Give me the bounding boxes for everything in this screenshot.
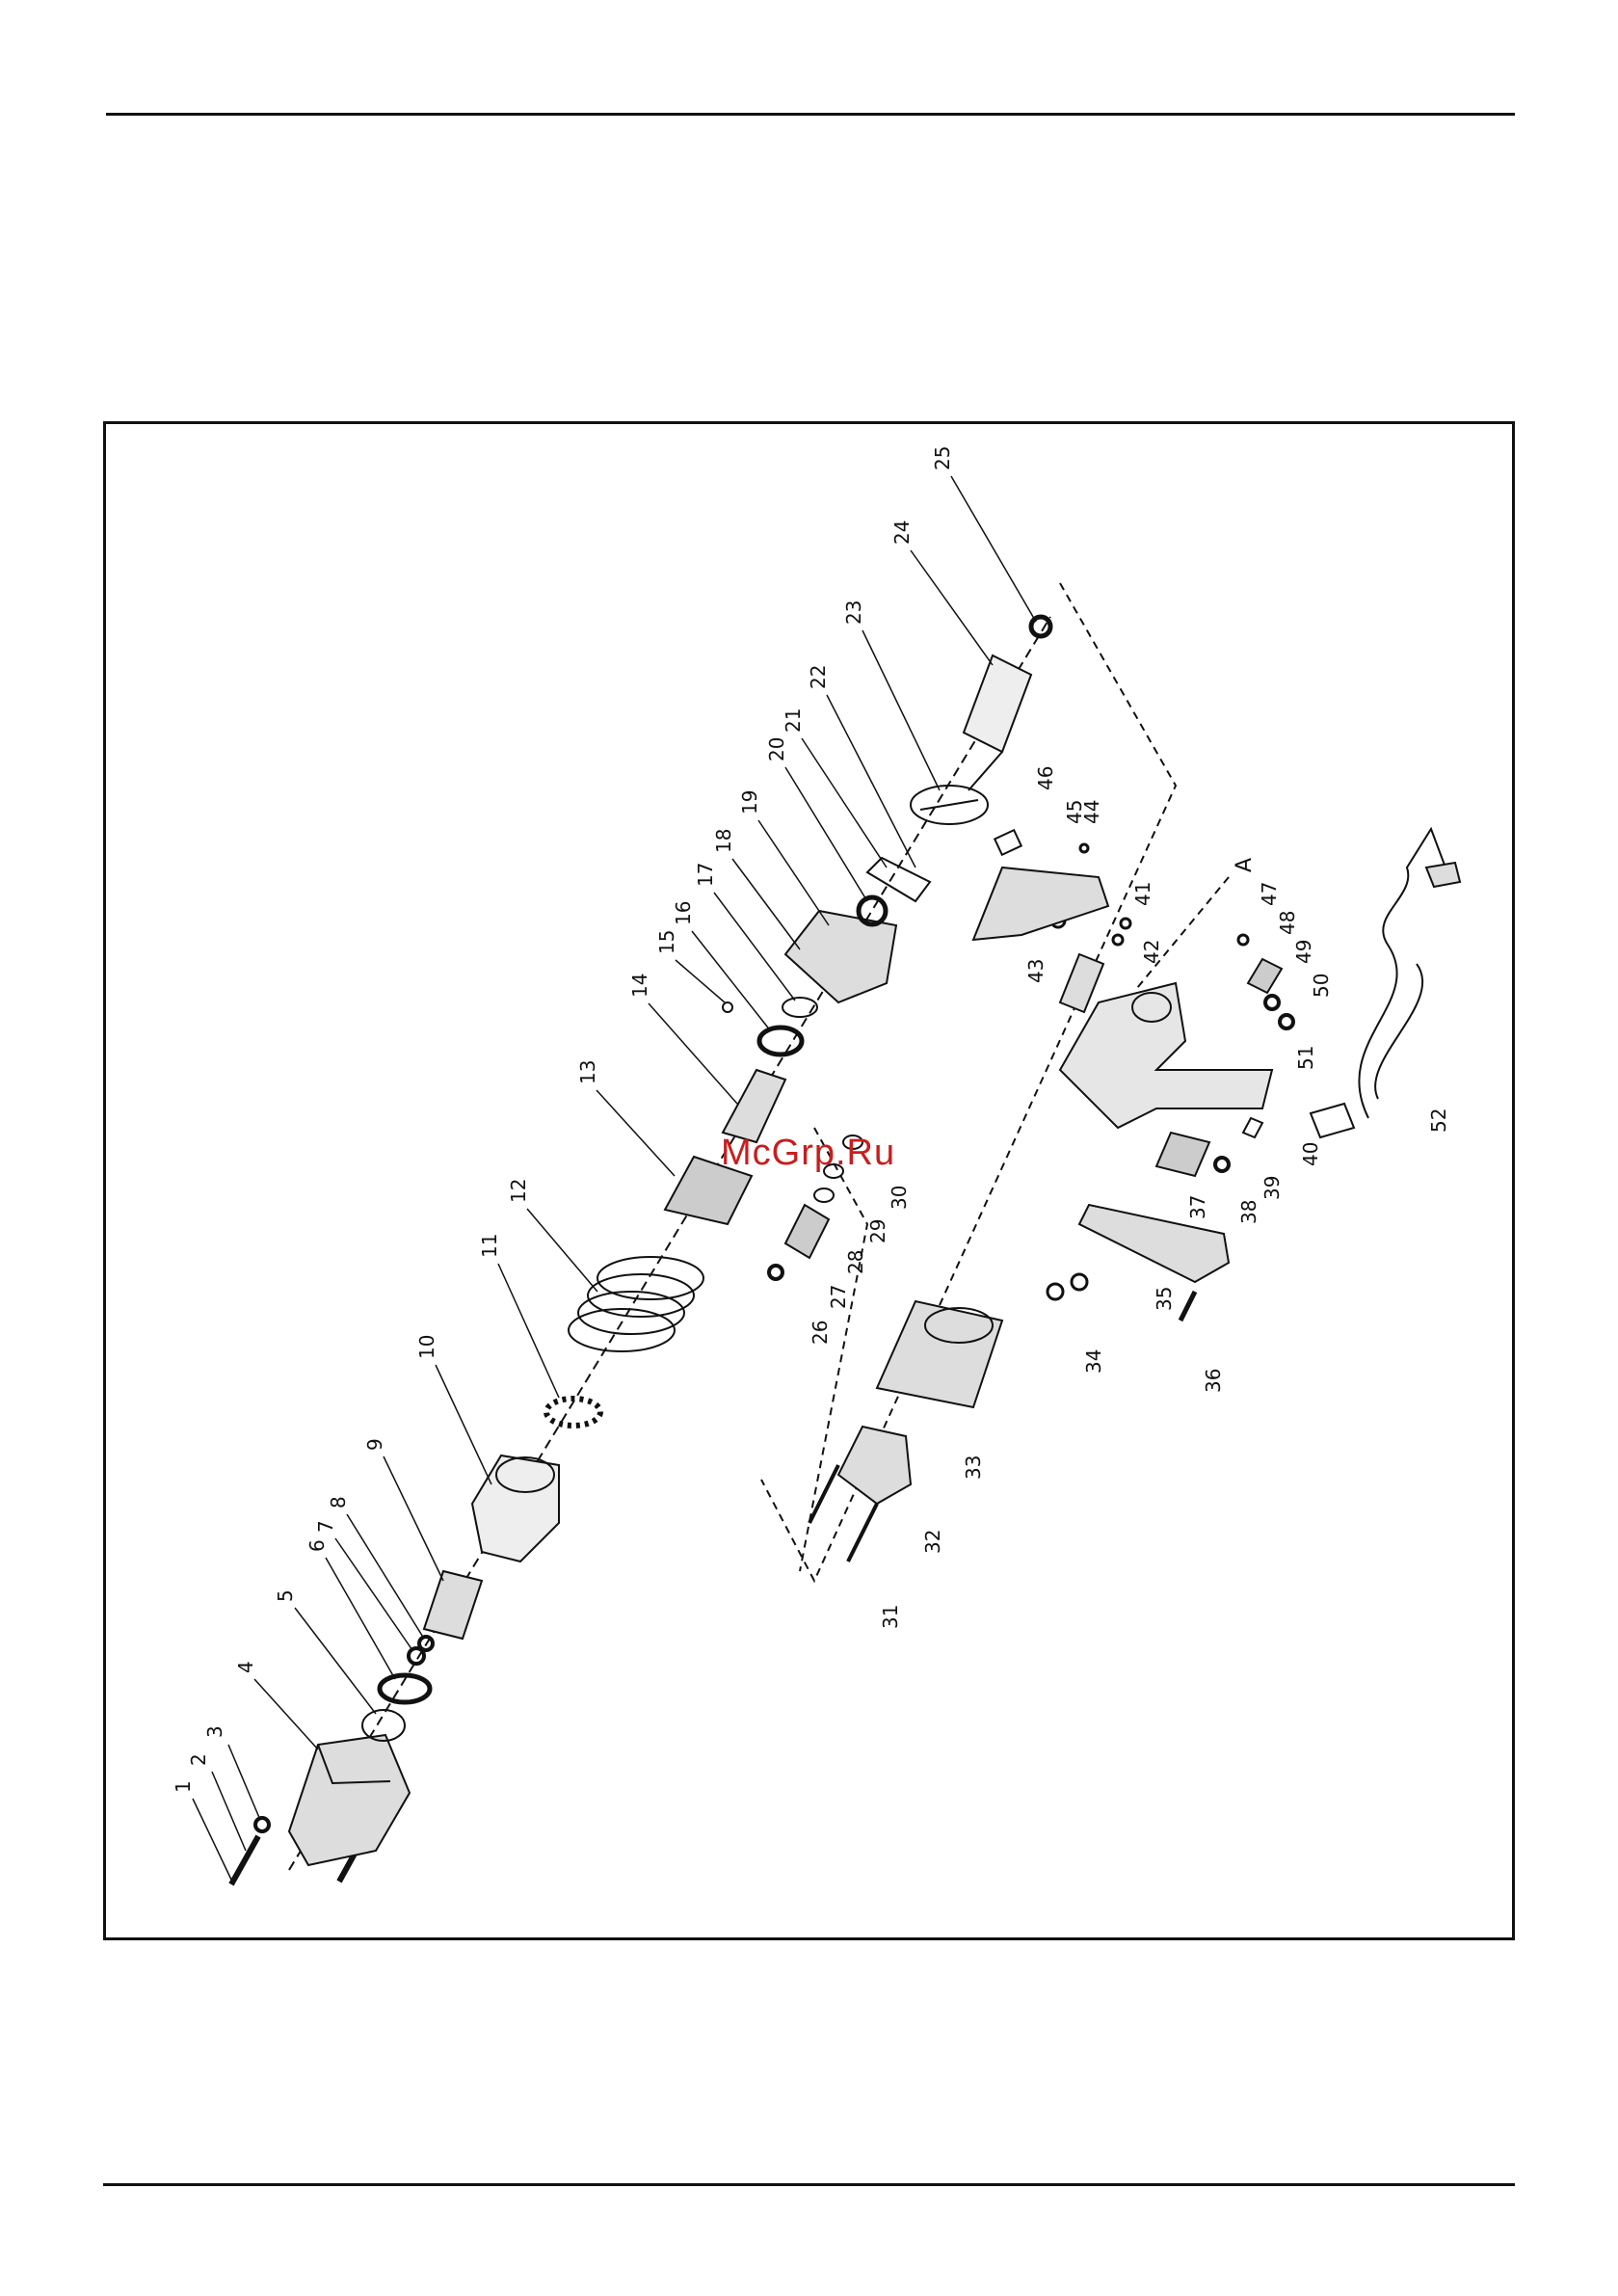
part-screw-31a <box>809 1465 838 1523</box>
label-52: 52 <box>1427 1108 1450 1133</box>
label-21: 21 <box>782 708 805 733</box>
part-44 <box>1080 844 1088 852</box>
part-43 <box>1060 954 1103 1012</box>
label-7: 7 <box>314 1520 337 1533</box>
part-spindle-9 <box>424 1571 482 1639</box>
label-1: 1 <box>172 1780 195 1793</box>
label-48: 48 <box>1276 911 1299 935</box>
label-47: 47 <box>1258 882 1281 906</box>
part-48 <box>1248 959 1282 993</box>
label-17: 17 <box>694 863 717 887</box>
label-33: 33 <box>962 1455 985 1480</box>
part-brush-holder-32 <box>838 1427 911 1504</box>
part-screw-36 <box>1180 1292 1195 1321</box>
part-41 <box>1121 919 1130 928</box>
part-50 <box>1280 1015 1293 1028</box>
part-armature-24 <box>964 655 1031 752</box>
label-12: 12 <box>507 1179 530 1203</box>
label-42: 42 <box>1140 940 1163 964</box>
label-11: 11 <box>478 1234 501 1258</box>
part-42 <box>1113 935 1123 945</box>
label-36: 36 <box>1202 1369 1225 1393</box>
label-27: 27 <box>827 1285 850 1309</box>
callout-labels: 1 2 3 4 5 6 7 8 9 10 11 12 13 14 15 16 1… <box>172 446 1450 1793</box>
watermark: McGrp.Ru <box>721 1133 895 1174</box>
part-46 <box>995 830 1021 855</box>
label-19: 19 <box>738 790 761 814</box>
parts-artwork <box>231 583 1460 1884</box>
label-24: 24 <box>890 521 914 545</box>
part-38 <box>1215 1158 1229 1171</box>
part-washer-26 <box>769 1266 782 1279</box>
label-32: 32 <box>921 1530 944 1554</box>
label-29: 29 <box>866 1219 889 1243</box>
part-gear-27 <box>785 1205 829 1258</box>
part-cord-guard-51 <box>1311 1104 1354 1137</box>
label-31: 31 <box>879 1605 902 1629</box>
part-switch-37 <box>1156 1133 1209 1176</box>
label-46: 46 <box>1034 766 1057 790</box>
part-screw-31b <box>848 1504 877 1562</box>
label-25: 25 <box>931 446 954 470</box>
label-9: 9 <box>363 1438 386 1451</box>
label-49: 49 <box>1292 940 1315 964</box>
label-5: 5 <box>274 1589 297 1602</box>
part-shaft-14 <box>723 1070 785 1142</box>
label-16: 16 <box>672 901 695 925</box>
part-cover-45 <box>973 868 1108 940</box>
label-50: 50 <box>1310 974 1333 998</box>
label-3: 3 <box>203 1725 226 1738</box>
label-41: 41 <box>1131 882 1154 906</box>
part-spring-12 <box>569 1257 703 1351</box>
label-28: 28 <box>844 1250 867 1274</box>
part-gear-housing-4 <box>289 1735 410 1865</box>
part-39 <box>1243 1118 1262 1137</box>
label-35: 35 <box>1153 1287 1176 1311</box>
part-washer-3 <box>255 1818 269 1831</box>
label-A: A <box>1233 858 1257 872</box>
part-ball-15 <box>723 1002 732 1012</box>
assembly-axis <box>289 617 1050 1870</box>
label-51: 51 <box>1294 1046 1317 1070</box>
label-22: 22 <box>807 665 830 689</box>
label-45: 45 <box>1063 800 1086 824</box>
part-main-housing-40 <box>1060 983 1272 1128</box>
part-stator-33 <box>877 1301 1002 1407</box>
label-14: 14 <box>628 974 651 998</box>
label-6: 6 <box>305 1539 329 1552</box>
part-brush-34 <box>1048 1284 1063 1299</box>
label-38: 38 <box>1237 1200 1260 1224</box>
label-30: 30 <box>888 1186 911 1210</box>
part-47 <box>1238 935 1248 945</box>
label-37: 37 <box>1186 1195 1209 1219</box>
label-4: 4 <box>234 1661 257 1673</box>
label-40: 40 <box>1299 1142 1322 1166</box>
part-plug-52 <box>1426 863 1460 887</box>
label-18: 18 <box>712 829 735 853</box>
label-13: 13 <box>576 1060 599 1084</box>
label-23: 23 <box>842 601 865 625</box>
label-34: 34 <box>1082 1349 1105 1374</box>
label-10: 10 <box>415 1335 438 1359</box>
part-washer-17 <box>782 998 817 1017</box>
part-bearing-16 <box>759 1028 802 1055</box>
label-2: 2 <box>187 1753 210 1766</box>
label-20: 20 <box>765 737 788 761</box>
part-brush-34b <box>1072 1274 1087 1290</box>
part-49 <box>1265 996 1279 1009</box>
part-bush-28 <box>814 1188 834 1202</box>
part-screw-1 <box>231 1836 258 1884</box>
part-plate-21 <box>867 858 930 901</box>
label-39: 39 <box>1260 1176 1284 1200</box>
leader-lines <box>193 476 1036 1880</box>
label-8: 8 <box>327 1496 350 1508</box>
label-26: 26 <box>809 1321 832 1345</box>
label-15: 15 <box>655 930 678 954</box>
label-43: 43 <box>1024 959 1048 983</box>
